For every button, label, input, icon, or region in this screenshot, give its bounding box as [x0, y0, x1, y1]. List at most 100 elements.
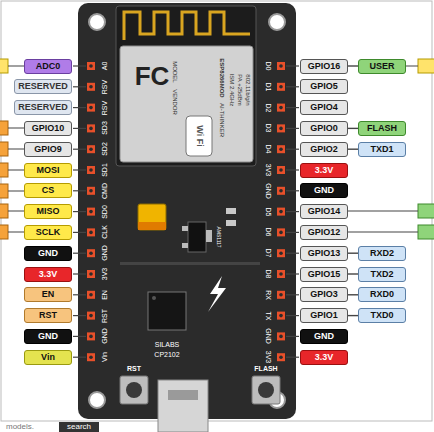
module-text: 802.11b/g/n — [245, 74, 251, 105]
silk-pin-name: D4 — [265, 145, 272, 154]
pin-pad — [277, 83, 285, 91]
leader-line — [73, 149, 86, 150]
pin-pad — [87, 249, 95, 257]
wifi-logo — [186, 116, 212, 156]
pin-pad — [87, 62, 95, 70]
pin-label: TXD2 — [370, 270, 393, 279]
pin-pad — [87, 291, 95, 299]
leader-line — [286, 107, 299, 108]
silk-pin-name: GND — [101, 329, 108, 345]
pin-hole — [89, 272, 93, 276]
leader-line — [73, 315, 86, 316]
pin-label-box: GPIO4 — [300, 100, 348, 115]
pin-label: RXD2 — [370, 249, 394, 258]
pin-label: ADC0 — [36, 62, 61, 71]
pin-pad — [87, 104, 95, 112]
pin-label-box: RXD2 — [358, 246, 406, 261]
silk-pin-name: D7 — [265, 249, 272, 258]
chip-marking: AMS1117 — [216, 226, 221, 247]
pin-pad — [87, 332, 95, 340]
module-text: MODEL — [172, 61, 178, 82]
leader-line — [286, 86, 299, 87]
leader-line — [73, 107, 86, 108]
pin-pad — [87, 187, 95, 195]
usb-opening — [168, 390, 198, 400]
pin-pad — [277, 208, 285, 216]
pcb-board — [78, 3, 296, 419]
pin-hole — [279, 210, 283, 214]
signal-link — [348, 128, 358, 129]
leader-line — [286, 169, 299, 170]
pin-label-box: USER — [358, 59, 406, 74]
pin-hole — [89, 210, 93, 214]
module-text: ESP8266MOD — [219, 58, 225, 97]
pin-label-box: FLASH — [358, 121, 406, 136]
silk-pin-name: A0 — [101, 62, 108, 71]
pin-label: GPIO15 — [308, 270, 341, 279]
pin-label-box: RESERVED — [14, 79, 72, 94]
pin-label-box: Vin — [24, 350, 72, 365]
button-label: RST — [127, 365, 141, 372]
pin-pad — [87, 228, 95, 236]
pin-label: 3.3V — [315, 166, 334, 175]
pin-pad — [277, 270, 285, 278]
regulator — [188, 222, 206, 252]
stub-box — [418, 204, 434, 218]
module-text: ISM 2.4GHz — [229, 74, 235, 107]
pin-label: GPIO14 — [308, 207, 341, 216]
pin-label-box: GND — [300, 183, 348, 198]
pin-hole — [279, 106, 283, 110]
pin-label-box: GPIO9 — [24, 142, 72, 157]
pin-label: GND — [314, 332, 334, 341]
leader-line — [286, 211, 299, 212]
pin-pad — [277, 166, 285, 174]
leader-lines — [73, 66, 299, 357]
leader-line — [286, 65, 299, 66]
signal-link — [348, 294, 358, 295]
pin-label-box: 3.3V — [300, 163, 348, 178]
logo-bolt — [208, 276, 226, 312]
smd-part — [226, 208, 236, 214]
pin-label: GPIO4 — [310, 103, 338, 112]
fcc-logo: FC — [135, 63, 170, 89]
mounting-hole — [89, 392, 105, 408]
pin-hole — [279, 64, 283, 68]
pin-hole — [279, 314, 283, 318]
usb-uart-chip — [148, 292, 186, 330]
pin-hole — [89, 251, 93, 255]
pin-hole — [89, 293, 93, 297]
pin-label-box: GPIO2 — [300, 142, 348, 157]
silk-pin-name: RX — [265, 290, 272, 300]
pin-label: SCLK — [36, 228, 61, 237]
mounting-hole — [89, 14, 105, 30]
pin-hole — [89, 335, 93, 339]
stub-box — [0, 59, 8, 73]
silk-pin-name: D5 — [265, 207, 272, 216]
pin-pad — [277, 353, 285, 361]
stub-box — [0, 225, 8, 239]
esp-module — [116, 6, 256, 166]
module-text: PA +25dBm — [237, 74, 243, 105]
pin-pad — [277, 187, 285, 195]
stub-box — [0, 121, 8, 135]
leader-line — [286, 294, 299, 295]
silk-pin-name: 3V3 — [265, 164, 272, 176]
silk-pin-name: D8 — [265, 270, 272, 279]
reset-button — [120, 376, 148, 404]
pin-label: 3.3V — [315, 353, 334, 362]
frame — [1, 1, 432, 421]
pin-label-box: SCLK — [24, 225, 72, 240]
pin-label: FLASH — [367, 124, 397, 133]
stub-box — [418, 59, 434, 73]
pin-pad — [87, 353, 95, 361]
silk-pin-name: Vin — [101, 352, 108, 362]
pin-label-box: GND — [24, 246, 72, 261]
pin-label-box: GPIO13 — [300, 246, 348, 261]
pin-label-box: GND — [300, 329, 348, 344]
silk-pin-name: 3V3 — [265, 351, 272, 363]
stub-box — [0, 184, 8, 198]
silk-pin-name: D2 — [265, 103, 272, 112]
stub-box — [418, 225, 434, 239]
leader-line — [73, 357, 86, 358]
stub-box — [0, 204, 8, 218]
